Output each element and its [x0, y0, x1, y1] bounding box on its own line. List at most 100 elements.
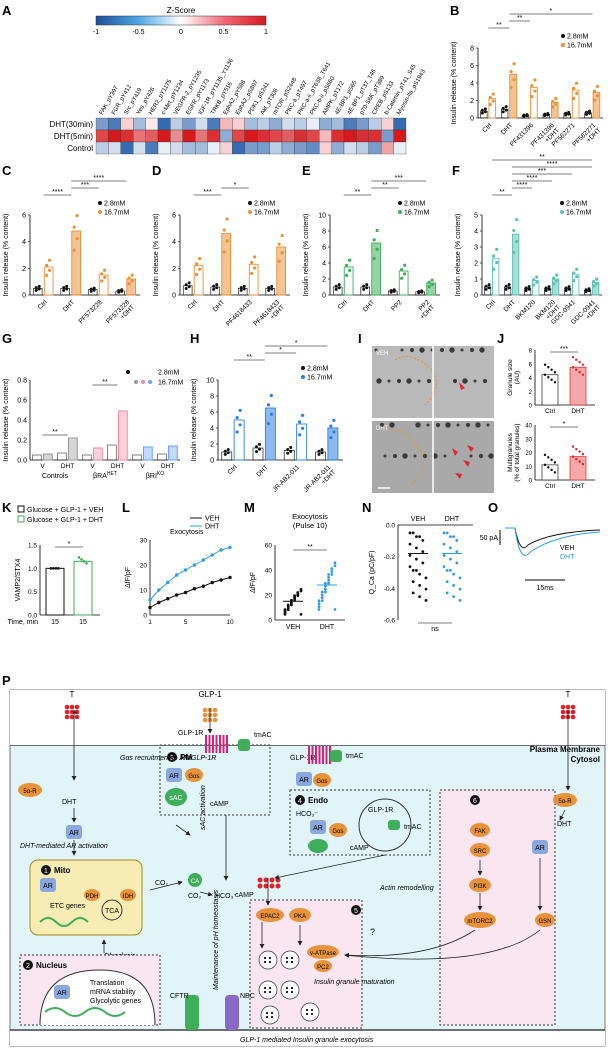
ligand-dot: [74, 714, 80, 720]
point-low: [89, 287, 93, 291]
point-low: [92, 288, 96, 292]
group-label: βRIKO: [146, 471, 164, 480]
heatmap-column-labels: FAK_pY397FGR_pY412Src_pY419Yes_pY426HER2…: [99, 57, 428, 116]
extracellular-space-bottom: [10, 1031, 605, 1046]
granule-dot: [383, 454, 387, 458]
significance-label: **: [52, 429, 58, 436]
camp-label-center: cAMP: [235, 892, 254, 899]
point-high: [572, 271, 576, 275]
point: [411, 531, 415, 535]
y-tick-label: 0: [529, 479, 533, 485]
point-low: [334, 287, 338, 291]
x-tick-label: VEH: [411, 516, 425, 523]
src: [470, 843, 490, 857]
nbc-label: NBC: [240, 993, 255, 1000]
series-point-dht: [174, 573, 179, 577]
bar-high: [371, 242, 382, 296]
legend-label-low: 2.8mM: [254, 201, 276, 208]
y-axis-label: ΔfF/pF: [250, 572, 257, 593]
heatmap-cell: [368, 141, 382, 155]
bar-low: [584, 289, 592, 296]
receptor-helix: [212, 735, 214, 753]
heatmap-cell: [244, 129, 258, 143]
bar: [541, 374, 559, 406]
receptor-helix: [325, 746, 328, 764]
mito-title: Mito: [54, 866, 71, 875]
y-tick-label: 0.6: [17, 398, 27, 405]
point: [445, 580, 449, 584]
legend-marker-high: [148, 380, 152, 384]
ligand-dot: [64, 704, 70, 710]
y-tick-label: 4: [210, 426, 214, 433]
significance-label: ****: [527, 175, 538, 182]
point-low: [239, 286, 243, 290]
mito-number: 1: [44, 868, 48, 875]
legend-label-high: 16.7mM: [404, 210, 429, 217]
tca-cycle: [101, 899, 123, 921]
ar-label-nucleus: AR: [57, 990, 67, 997]
series-point-dht: [183, 568, 188, 572]
heatmap-cell: [219, 141, 233, 155]
point: [581, 452, 585, 456]
y-axis-label: ΔfF/pF: [125, 567, 132, 588]
zscore-colorbar: [95, 15, 267, 26]
bar-high: [509, 73, 517, 119]
point: [286, 603, 290, 607]
sac-endo: [308, 839, 328, 853]
significance-label: ns: [431, 626, 439, 633]
y-tick-label: 6: [529, 362, 533, 368]
heatmap-cell: [294, 117, 307, 131]
point-low: [215, 286, 219, 290]
point: [415, 569, 418, 572]
heatmap-cell: [281, 117, 295, 131]
ar-left: [66, 825, 82, 839]
bar-low: [60, 287, 70, 296]
x-tick-label: PP2+DHT: [414, 299, 436, 321]
point-low: [62, 288, 66, 292]
point-high: [533, 78, 537, 82]
bar-high: [552, 278, 560, 296]
point: [458, 599, 462, 602]
heatmap-cell: [108, 117, 121, 131]
point-low: [487, 286, 491, 290]
bar-high: [126, 278, 137, 296]
significance-label: ***: [560, 346, 568, 353]
point-high: [555, 273, 559, 277]
granule-dot: [456, 423, 460, 427]
bar-low: [210, 286, 220, 296]
x-tick-label: PF573228: [78, 299, 104, 325]
gsn: [535, 913, 555, 927]
point-low: [267, 288, 271, 292]
point-high: [552, 282, 556, 286]
legend-marker-high: [248, 210, 252, 214]
heatmap-cell: [368, 129, 382, 143]
point-high: [375, 228, 379, 233]
point: [320, 590, 324, 594]
bar-high: [488, 98, 497, 119]
point: [543, 463, 547, 467]
y-tick-label: 0.2: [17, 438, 27, 445]
bar-high: [43, 266, 54, 296]
significance-label: **: [382, 182, 388, 189]
legend-label-high: 16.7mM: [254, 210, 279, 217]
receptor-helix: [222, 735, 225, 753]
receptor-helix: [315, 746, 317, 764]
x-tick-label: Ctrl: [545, 408, 556, 415]
point-low: [365, 283, 369, 287]
point-high: [127, 282, 131, 286]
nucleus-number: 2: [26, 963, 30, 970]
y-tick-label: 10: [525, 465, 532, 471]
bar-low: [480, 110, 488, 119]
ligand-dot: [560, 714, 566, 720]
receptor-helix: [311, 746, 314, 764]
point-low: [585, 112, 588, 116]
series-point-dht: [201, 558, 206, 562]
significance-label: ****: [52, 189, 63, 196]
panel-letter-o: O: [488, 500, 498, 515]
series-point-dht: [166, 580, 170, 585]
bar-low: [283, 450, 295, 461]
